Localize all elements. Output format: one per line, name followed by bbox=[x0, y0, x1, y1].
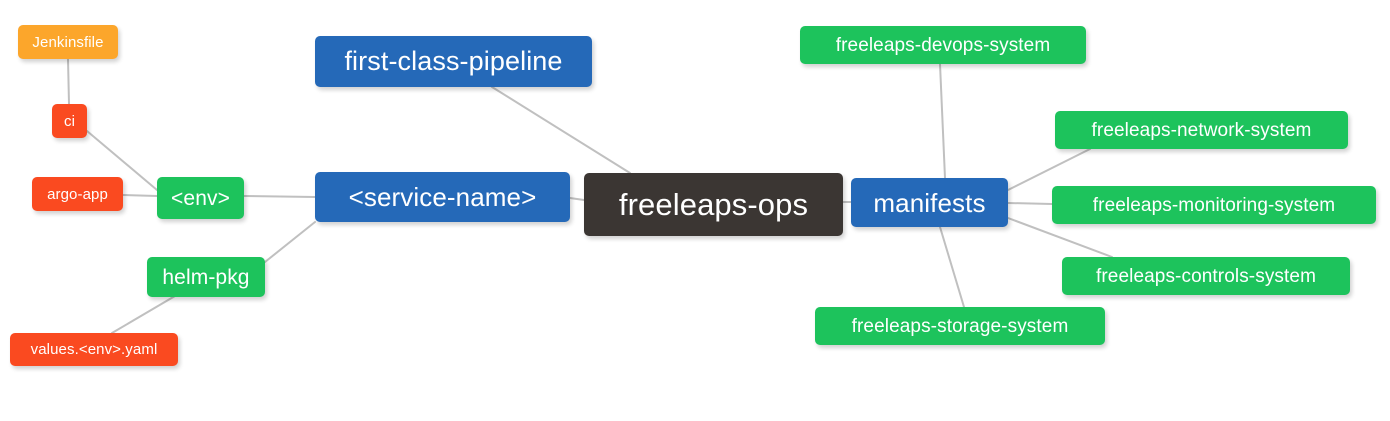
node-label: freeleaps-devops-system bbox=[835, 34, 1051, 56]
mindmap-node-freeleaps-storage-system[interactable]: freeleaps-storage-system bbox=[815, 307, 1105, 345]
node-label: Jenkinsfile bbox=[32, 33, 104, 51]
edge-helm-pkg-to-values-env-yaml bbox=[111, 295, 176, 334]
node-label: values.<env>.yaml bbox=[30, 341, 158, 358]
edge-service-name-to-freeleaps-ops bbox=[569, 197, 585, 201]
node-label: <service-name> bbox=[348, 182, 537, 212]
mindmap-node-manifests[interactable]: manifests bbox=[851, 178, 1008, 227]
node-label: argo-app bbox=[47, 185, 108, 203]
node-label: ci bbox=[63, 112, 76, 130]
node-label: first-class-pipeline bbox=[344, 46, 563, 76]
mindmap-node-values-env-yaml[interactable]: values.<env>.yaml bbox=[10, 333, 178, 366]
node-label: <env> bbox=[171, 186, 230, 210]
mindmap-node-freeleaps-monitoring-system[interactable]: freeleaps-monitoring-system bbox=[1052, 186, 1376, 224]
mindmap-node-helm-pkg[interactable]: helm-pkg bbox=[147, 257, 265, 297]
node-label: freeleaps-ops bbox=[618, 187, 809, 222]
edge-argo-app-to-env bbox=[122, 194, 158, 197]
edge-manifests-to-freeleaps-devops-system bbox=[939, 63, 946, 179]
mindmap-node-ci[interactable]: ci bbox=[52, 104, 87, 138]
mindmap-node-service-name[interactable]: <service-name> bbox=[315, 172, 570, 222]
node-label: freeleaps-controls-system bbox=[1095, 265, 1317, 287]
edge-service-name-to-helm-pkg bbox=[264, 221, 316, 263]
node-label: manifests bbox=[873, 187, 986, 218]
edge-manifests-to-freeleaps-storage-system bbox=[939, 226, 965, 308]
node-label: freeleaps-monitoring-system bbox=[1092, 194, 1336, 216]
node-label: freeleaps-storage-system bbox=[851, 315, 1069, 337]
edge-jenkinsfile-to-ci bbox=[67, 58, 70, 105]
mindmap-node-freeleaps-controls-system[interactable]: freeleaps-controls-system bbox=[1062, 257, 1350, 295]
edge-manifests-to-freeleaps-monitoring-system bbox=[1007, 202, 1053, 205]
mindmap-node-freeleaps-network-system[interactable]: freeleaps-network-system bbox=[1055, 111, 1348, 149]
node-label: helm-pkg bbox=[162, 265, 250, 289]
mindmap-node-argo-app[interactable]: argo-app bbox=[32, 177, 123, 211]
mindmap-node-env[interactable]: <env> bbox=[157, 177, 244, 219]
node-label: freeleaps-network-system bbox=[1091, 119, 1312, 141]
edge-env-to-service-name bbox=[243, 195, 316, 198]
edge-first-class-pipeline-to-freeleaps-ops bbox=[491, 86, 631, 174]
mindmap-node-freeleaps-ops[interactable]: freeleaps-ops bbox=[584, 173, 843, 236]
mindmap-node-freeleaps-devops-system[interactable]: freeleaps-devops-system bbox=[800, 26, 1086, 64]
mindmap-node-first-class-pipeline[interactable]: first-class-pipeline bbox=[315, 36, 592, 87]
mindmap-node-jenkinsfile[interactable]: Jenkinsfile bbox=[18, 25, 118, 59]
edge-manifests-to-freeleaps-network-system bbox=[1007, 148, 1091, 191]
